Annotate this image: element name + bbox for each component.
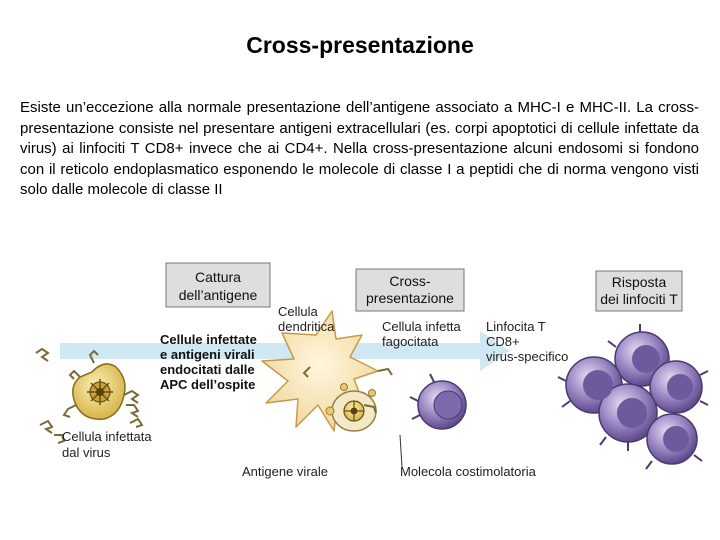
label-phago-1: Cellula infetta	[382, 319, 462, 334]
label-lymph-3: virus-specifico	[486, 349, 568, 364]
stage-box-response: Risposta dei linfociti T	[596, 271, 682, 311]
stage-box-cross-line2: presentazione	[366, 290, 454, 306]
stage-box-cross-line1: Cross-	[389, 273, 431, 289]
slide-title: Cross-presentazione	[0, 32, 720, 59]
slide-paragraph: Esiste un’eccezione alla normale present…	[20, 98, 699, 201]
stage-box-capture-line1: Cattura	[195, 269, 241, 285]
stage-box-capture: Cattura dell’antigene	[166, 263, 270, 307]
stage-box-cross: Cross- presentazione	[356, 269, 464, 311]
stage-box-response-line1: Risposta	[612, 274, 667, 290]
label-dendritic-1: Cellula	[278, 304, 319, 319]
label-lymph-2: CD8+	[486, 334, 520, 349]
label-infected-2: dal virus	[62, 445, 111, 460]
stage-box-capture-line2: dell’antigene	[179, 287, 258, 303]
costim-connector	[400, 435, 402, 467]
label-costim: Molecola costimolatoria	[400, 464, 537, 479]
activated-lymphocytes	[558, 324, 708, 469]
infected-cell	[64, 351, 138, 419]
cd8-lymphocyte	[410, 374, 466, 429]
cross-presentation-figure: Cattura dell’antigene Cross- presentazio…	[0, 255, 720, 490]
stage-box-response-line2: dei linfociti T	[600, 291, 678, 307]
label-apc-2: e antigeni virali	[160, 347, 255, 362]
label-apc-3: endocitati dalle	[160, 362, 255, 377]
label-infected-1: Cellula infettata	[62, 429, 152, 444]
label-apc-4: APC dell’ospite	[160, 377, 255, 392]
label-viral-antigen: Antigene virale	[242, 464, 328, 479]
label-apc-1: Cellule infettate	[160, 332, 257, 347]
label-dendritic-2: dendritica	[278, 319, 335, 334]
label-phago-2: fagocitata	[382, 334, 439, 349]
label-lymph-1: Linfocita T	[486, 319, 546, 334]
